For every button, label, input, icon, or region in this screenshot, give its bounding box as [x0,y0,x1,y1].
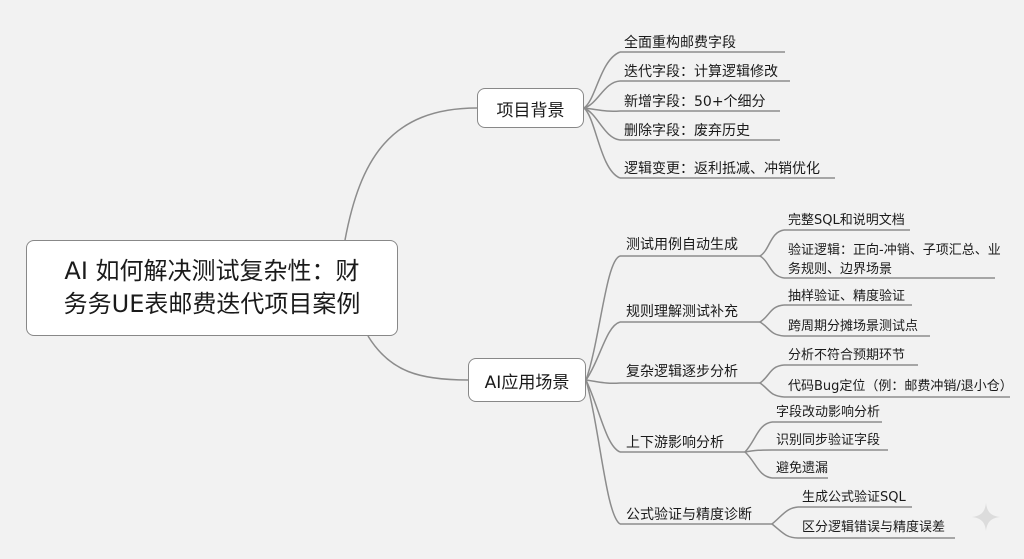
scenario-detail: 识别同步验证字段 [776,433,881,448]
branch-project-background: 项目背景 [477,88,584,128]
scenario-label: 规则理解测试补充 [626,304,738,320]
scenario-detail: 生成公式验证SQL [802,490,906,505]
bg-item: 删除字段：废弃历史 [624,123,750,139]
bg-item: 逻辑变更：返利抵减、冲销优化 [624,161,820,177]
bg-item: 全面重构邮费字段 [624,35,736,51]
bg-item: 迭代字段：计算逻辑修改 [624,64,778,80]
scenario-detail: 区分逻辑错误与精度误差 [802,520,946,535]
connector-b1-trunk-bottom [583,107,621,179]
scenario-detail: 代码Bug定位（例：邮费冲销/退小仓） [788,379,1013,394]
scenario-detail: 跨周期分摊场景测试点 [788,319,919,334]
branch-ai-scenarios: AI应用场景 [468,358,586,402]
scenario-detail: 字段改动影响分析 [776,405,881,420]
root-title-line1: AI 如何解决测试复杂性：财 [64,257,360,285]
scenario-detail: 抽样验证、精度验证 [788,289,906,304]
branch-label: AI应用场景 [484,372,570,393]
connector-root-branch1 [344,107,478,241]
scenario-detail: 避免遗漏 [776,461,829,476]
connector-root-branch2 [367,335,469,381]
scenario-label: 上下游影响分析 [626,435,724,451]
bg-item: 新增字段：50+个细分 [624,94,766,110]
scenario-detail: 验证逻辑：正向-冲销、子项汇总、业务规则、边界场景 [788,243,1001,277]
root-title-line2: 务务UE表邮费迭代项目案例 [63,290,361,318]
scenario-label: 公式验证与精度诊断 [626,507,752,523]
root-topic: AI 如何解决测试复杂性：财 务务UE表邮费迭代项目案例 [26,240,398,336]
scenario-label: 测试用例自动生成 [626,237,738,253]
connector-b1-trunk [583,51,621,109]
scenario-label: 复杂逻辑逐步分析 [626,364,738,380]
branch-label: 项目背景 [496,100,565,121]
scenario-detail: 分析不符合预期环节 [788,348,906,363]
scenario-detail: 完整SQL和说明文档 [788,213,905,228]
sparkle-icon [972,503,1000,531]
